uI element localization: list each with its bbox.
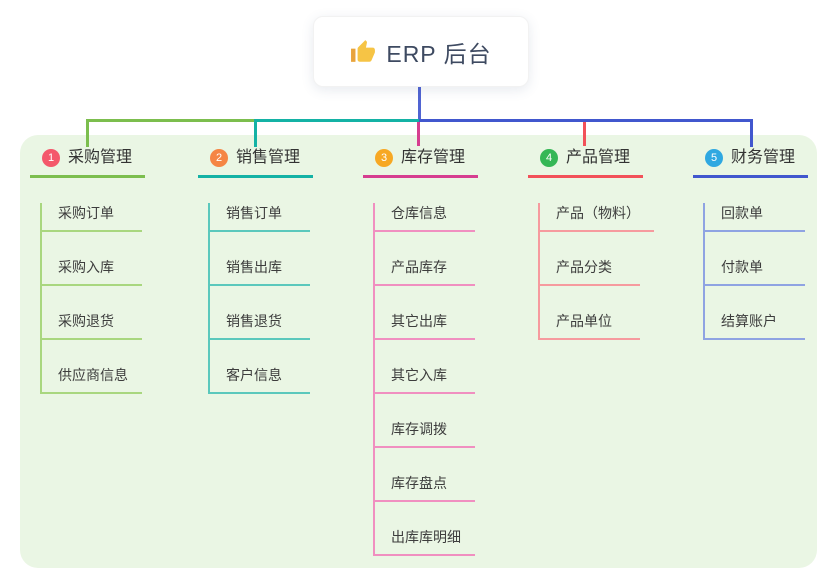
branch-purchase-items: 采购订单 采购入库 采购退货 供应商信息 bbox=[40, 203, 195, 394]
branch-sales-title[interactable]: 2 销售管理 bbox=[198, 146, 313, 178]
branch-sales: 2 销售管理 销售订单 销售出库 销售退货 客户信息 bbox=[198, 146, 363, 394]
node-customer-info[interactable]: 客户信息 bbox=[210, 365, 310, 394]
node-product-material[interactable]: 产品（物料） bbox=[540, 203, 654, 232]
branch-inventory-title[interactable]: 3 库存管理 bbox=[363, 146, 478, 178]
node-outbound-detail[interactable]: 出库库明细 bbox=[375, 527, 475, 556]
node-product-stock[interactable]: 产品库存 bbox=[375, 257, 475, 286]
node-other-inbound[interactable]: 其它入库 bbox=[375, 365, 475, 394]
branch-finance-items: 回款单 付款单 结算账户 bbox=[703, 203, 839, 340]
root-node-erp[interactable]: ERP 后台 bbox=[313, 16, 529, 87]
node-other-outbound[interactable]: 其它出库 bbox=[375, 311, 475, 340]
connector-drop-sales bbox=[254, 119, 257, 147]
branch-title-label: 财务管理 bbox=[731, 149, 796, 166]
branch-inventory: 3 库存管理 仓库信息 产品库存 其它出库 其它入库 库存调拨 库存盘点 出库库… bbox=[363, 146, 528, 556]
branch-product: 4 产品管理 产品（物料） 产品分类 产品单位 bbox=[528, 146, 693, 340]
branch-title-label: 销售管理 bbox=[236, 149, 301, 166]
branch-purchase: 1 采购管理 采购订单 采购入库 采购退货 供应商信息 bbox=[30, 146, 195, 394]
node-warehouse-info[interactable]: 仓库信息 bbox=[375, 203, 475, 232]
branch-title-label: 产品管理 bbox=[566, 149, 631, 166]
branch-finance: 5 财务管理 回款单 付款单 结算账户 bbox=[693, 146, 839, 340]
node-product-unit[interactable]: 产品单位 bbox=[540, 311, 640, 340]
branch-index-badge: 4 bbox=[540, 149, 558, 167]
connector-horizontal-green bbox=[86, 119, 256, 122]
branch-product-items: 产品（物料） 产品分类 产品单位 bbox=[538, 203, 693, 340]
node-sales-order[interactable]: 销售订单 bbox=[210, 203, 310, 232]
node-payment-bill[interactable]: 付款单 bbox=[705, 257, 805, 286]
node-sales-return[interactable]: 销售退货 bbox=[210, 311, 310, 340]
node-purchase-inbound[interactable]: 采购入库 bbox=[42, 257, 142, 286]
connector-drop-inventory bbox=[417, 122, 420, 146]
node-purchase-order[interactable]: 采购订单 bbox=[42, 203, 142, 232]
root-title: ERP 后台 bbox=[386, 40, 492, 67]
node-stock-transfer[interactable]: 库存调拨 bbox=[375, 419, 475, 448]
branch-sales-items: 销售订单 销售出库 销售退货 客户信息 bbox=[208, 203, 363, 394]
node-purchase-return[interactable]: 采购退货 bbox=[42, 311, 142, 340]
node-settlement-account[interactable]: 结算账户 bbox=[705, 311, 805, 340]
connector-drop-finance bbox=[750, 119, 753, 147]
node-sales-outbound[interactable]: 销售出库 bbox=[210, 257, 310, 286]
branch-finance-title[interactable]: 5 财务管理 bbox=[693, 146, 808, 178]
branch-title-label: 库存管理 bbox=[401, 149, 466, 166]
connector-root-stem bbox=[418, 85, 421, 119]
connector-drop-purchase bbox=[86, 119, 89, 147]
branch-index-badge: 1 bbox=[42, 149, 60, 167]
branch-index-badge: 2 bbox=[210, 149, 228, 167]
node-product-category[interactable]: 产品分类 bbox=[540, 257, 640, 286]
branch-index-badge: 5 bbox=[705, 149, 723, 167]
branch-product-title[interactable]: 4 产品管理 bbox=[528, 146, 643, 178]
mindmap-background bbox=[20, 135, 817, 568]
branch-purchase-title[interactable]: 1 采购管理 bbox=[30, 146, 145, 178]
branch-inventory-items: 仓库信息 产品库存 其它出库 其它入库 库存调拨 库存盘点 出库库明细 bbox=[373, 203, 528, 556]
branch-index-badge: 3 bbox=[375, 149, 393, 167]
thumbs-up-icon bbox=[350, 39, 376, 65]
node-supplier-info[interactable]: 供应商信息 bbox=[42, 365, 142, 394]
node-receipt-bill[interactable]: 回款单 bbox=[705, 203, 805, 232]
connector-drop-product bbox=[583, 122, 586, 146]
branch-title-label: 采购管理 bbox=[68, 149, 133, 166]
connector-horizontal-blue bbox=[419, 119, 753, 122]
connector-horizontal-teal bbox=[254, 119, 421, 122]
node-stock-count[interactable]: 库存盘点 bbox=[375, 473, 475, 502]
